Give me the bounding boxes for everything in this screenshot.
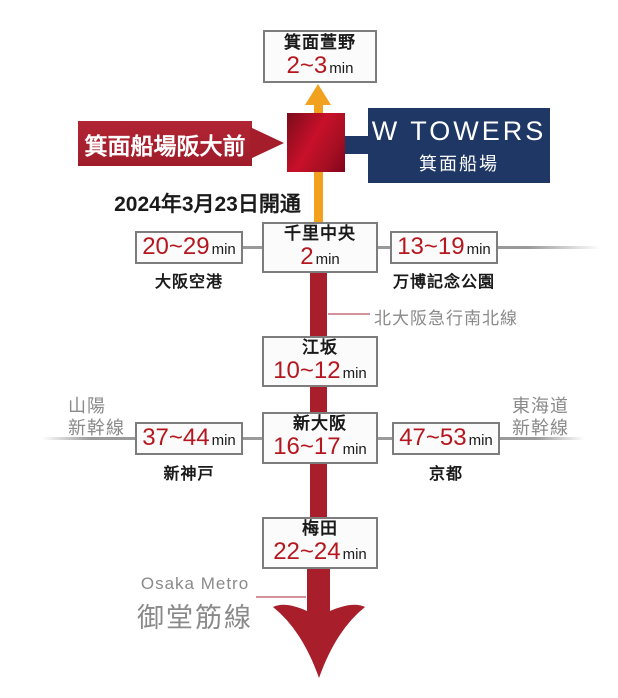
banner-label: 箕面船場阪大前 (84, 132, 246, 159)
min-unit: min (468, 432, 493, 450)
dest-expo-park: 万博記念公園 (392, 274, 495, 291)
label-line1: 山陽 (68, 396, 106, 416)
sanyo-shinkansen-label: 山陽 新幹線 (68, 395, 125, 439)
tower-title: W TOWERS (371, 115, 547, 146)
station-name: 新大阪 (293, 414, 347, 434)
time-value: 13~19 (397, 233, 465, 261)
line1-pointer (328, 313, 370, 315)
min-unit: min (315, 250, 340, 268)
dest-kyoto: 京都 (428, 466, 463, 483)
station-name: 梅田 (302, 519, 338, 539)
opening-date: 2024年3月23日開通 (114, 193, 301, 216)
min-unit: min (211, 432, 236, 450)
time-box-expo-park: 13~19 min (390, 231, 498, 264)
big-red-arrow-down-icon (273, 565, 365, 678)
time-value: 22~24 (273, 538, 341, 566)
station-marker-square (287, 113, 345, 172)
tokaido-shinkansen-label: 東海道 新幹線 (512, 395, 569, 439)
time-value: 2~3 (286, 51, 328, 79)
dest-osaka-airport: 大阪空港 (154, 274, 223, 291)
station-name: 千里中央 (284, 223, 356, 243)
station-box-minoh-kayano: 箕面萱野 2~3 min (263, 30, 377, 83)
line1-name: 北大阪急行南北線 (374, 309, 518, 328)
label-line2: 新幹線 (68, 418, 125, 438)
min-unit: min (342, 546, 367, 564)
time-value: 20~29 (142, 233, 210, 261)
banner-pointer-icon (250, 127, 284, 159)
station-box-senri-chuo: 千里中央 2 min (262, 222, 378, 273)
w-towers-box: W TOWERS 箕面船場 (368, 108, 550, 183)
min-unit: min (342, 364, 367, 382)
time-box-shin-kobe: 37~44 min (135, 422, 243, 455)
time-box-kyoto: 47~53 min (392, 422, 500, 455)
tower-subtitle: 箕面船場 (419, 153, 499, 174)
station-box-umeda: 梅田 22~24 min (262, 517, 378, 569)
time-value: 37~44 (142, 424, 210, 452)
metro-en-name: Osaka Metro (140, 574, 250, 593)
time-value: 2 (300, 242, 314, 270)
label-line1: 東海道 (512, 396, 569, 416)
tower-connector (343, 136, 370, 154)
osaka-metro-label: Osaka Metro 御堂筋線 (136, 574, 254, 635)
station-box-shin-osaka: 新大阪 16~17 min (262, 412, 378, 464)
travel-time: 2~3 min (286, 51, 354, 79)
metro-pointer (256, 596, 306, 598)
time-box-osaka-airport: 20~29 min (135, 231, 243, 264)
dest-shin-kobe: 新神戸 (163, 466, 215, 483)
station-name: 箕面萱野 (284, 32, 356, 52)
time-value: 16~17 (273, 433, 341, 461)
min-unit: min (329, 59, 354, 77)
min-unit: min (211, 241, 236, 259)
label-line2: 新幹線 (512, 418, 569, 438)
time-value: 10~12 (273, 356, 341, 384)
metro-line-name: 御堂筋線 (137, 603, 253, 633)
station-box-esaka: 江坂 10~12 min (262, 336, 378, 387)
station-name: 江坂 (302, 337, 338, 357)
orange-arrow-up-icon (305, 84, 331, 105)
min-unit: min (342, 441, 367, 459)
time-value: 47~53 (399, 424, 467, 452)
min-unit: min (466, 241, 491, 259)
station-banner-minoh-semba-handai-mae: 箕面船場阪大前 (78, 121, 252, 166)
